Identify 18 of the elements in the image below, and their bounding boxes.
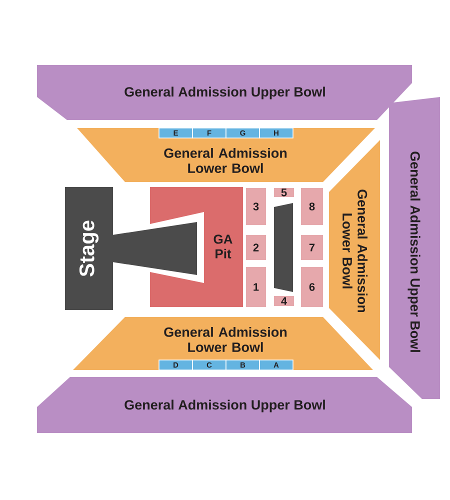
upper-bowl-section: General Admission Upper Bowl [389,97,440,399]
floor-section: 4 [274,296,294,306]
platform [274,203,293,292]
lower-bowl-section: General Admission Lower Bowl [329,140,380,360]
floor-section: 7 [301,235,323,260]
upper-bowl-section: General Admission Upper Bowl [37,377,412,433]
node-label: General Admission Lower Bowl [164,326,287,352]
stage: Stage [65,187,197,310]
floor-section: 1 [246,267,266,307]
floor-section: 2 [246,235,266,260]
floor-section: 5 [274,188,294,197]
upper-bowl-section: General Admission Upper Bowl [37,65,412,120]
floor-section: 3 [246,188,266,225]
floor-section: 8 [301,188,323,225]
pit-section: GA Pit [150,187,243,307]
floor-section: 6 [301,267,323,307]
node-label: General Admission Lower Bowl [164,148,287,174]
node-label: General Admission Lower Bowl [342,190,368,312]
